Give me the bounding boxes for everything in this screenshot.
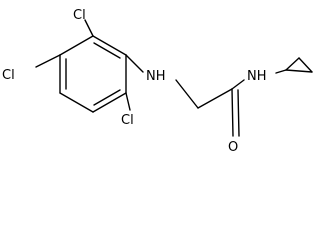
- cyclopropyl-ring: [285, 57, 313, 73]
- bond-c3-cl-bottom: [125, 92, 131, 111]
- bond-nh-cyclopropyl: [275, 69, 287, 74]
- bond-nh-ch2: [175, 79, 199, 109]
- bond-carbonyl-nh: [231, 79, 245, 90]
- benzene-ring: [59, 35, 127, 113]
- bond-c1-cl-top: [84, 19, 94, 37]
- bond-carbonyl-o-a: [231, 88, 234, 137]
- ring-double-bond-c1-c2: [93, 42, 121, 59]
- atom-cl-bottom: Cl: [121, 113, 134, 128]
- atom-nh-amine: NH: [146, 69, 166, 84]
- bond-carbonyl-o-b: [237, 89, 240, 137]
- ring-double-bond-c3-c4: [93, 89, 121, 106]
- atom-o-carbonyl: O: [228, 140, 238, 155]
- ring-bond-c4-c5: [59, 92, 94, 113]
- cyclopropyl-bond-1: [285, 57, 300, 71]
- cyclopropyl-bond-2: [298, 57, 313, 73]
- ring-bond-c3-c4: [92, 92, 127, 113]
- ring-bond-c6-c1: [59, 35, 94, 56]
- ring-bond-c1-c2: [92, 35, 127, 56]
- bond-ring-nh: [125, 54, 144, 73]
- atom-nh-amide: NH: [247, 69, 267, 84]
- cyclopropyl-bond-3: [285, 69, 313, 73]
- atom-cl-left: Cl: [2, 68, 15, 83]
- bond-c6-cl-left: [35, 54, 61, 68]
- bond-ch2-carbonyl: [197, 88, 233, 109]
- atom-cl-top: Cl: [73, 8, 86, 23]
- chemical-structure: Cl Cl Cl NH NH O: [2, 8, 313, 155]
